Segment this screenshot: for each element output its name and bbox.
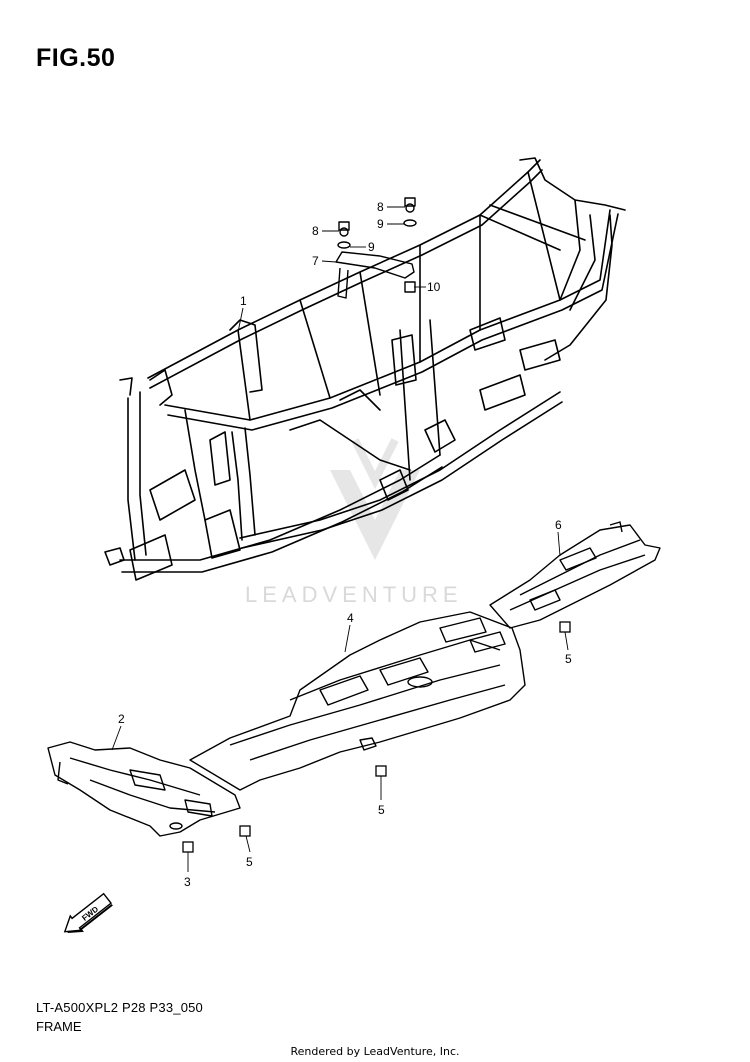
callout-9-left: 9 [368, 240, 375, 254]
callout-6: 6 [555, 518, 562, 532]
model-code: LT-A500XPL2 P28 P33_050 [36, 1000, 203, 1015]
callout-numbers: 1 2 3 4 5 5 5 6 7 8 8 9 9 10 [118, 200, 572, 889]
section-name: FRAME [36, 1019, 82, 1034]
watermark-text: LEADVENTURE [245, 582, 463, 607]
frame-assembly [104, 157, 626, 581]
callout-9-right: 9 [377, 217, 384, 231]
callout-2: 2 [118, 712, 125, 726]
callout-5-rear: 5 [565, 652, 572, 666]
figure-title: FIG.50 [36, 44, 116, 72]
callout-7: 7 [312, 254, 319, 268]
leader-lines [111, 206, 569, 872]
bolt-5-front-icon [239, 825, 251, 837]
bracket-assembly [335, 197, 417, 299]
callout-10: 10 [427, 280, 441, 294]
callout-8-left: 8 [312, 224, 319, 238]
rendered-by: Rendered by LeadVenture, Inc. [290, 1045, 460, 1058]
watermark-logo [330, 470, 420, 560]
fwd-arrow: FWD [63, 892, 113, 934]
callout-1: 1 [240, 294, 247, 308]
bolt-5-rear-icon [559, 621, 571, 633]
rear-skid-plate [489, 521, 661, 629]
callout-3: 3 [184, 875, 191, 889]
front-skid-plate [47, 741, 241, 837]
callout-8-right: 8 [377, 200, 384, 214]
bolts [182, 621, 571, 853]
center-skid-plate [189, 611, 526, 791]
bolt-3-icon [182, 841, 194, 853]
callout-4: 4 [347, 611, 354, 625]
bolt-5-center-icon [375, 765, 387, 777]
callout-5-front: 5 [246, 855, 253, 869]
callout-5-center: 5 [378, 803, 385, 817]
watermark: LEADVENTURE [245, 438, 463, 607]
